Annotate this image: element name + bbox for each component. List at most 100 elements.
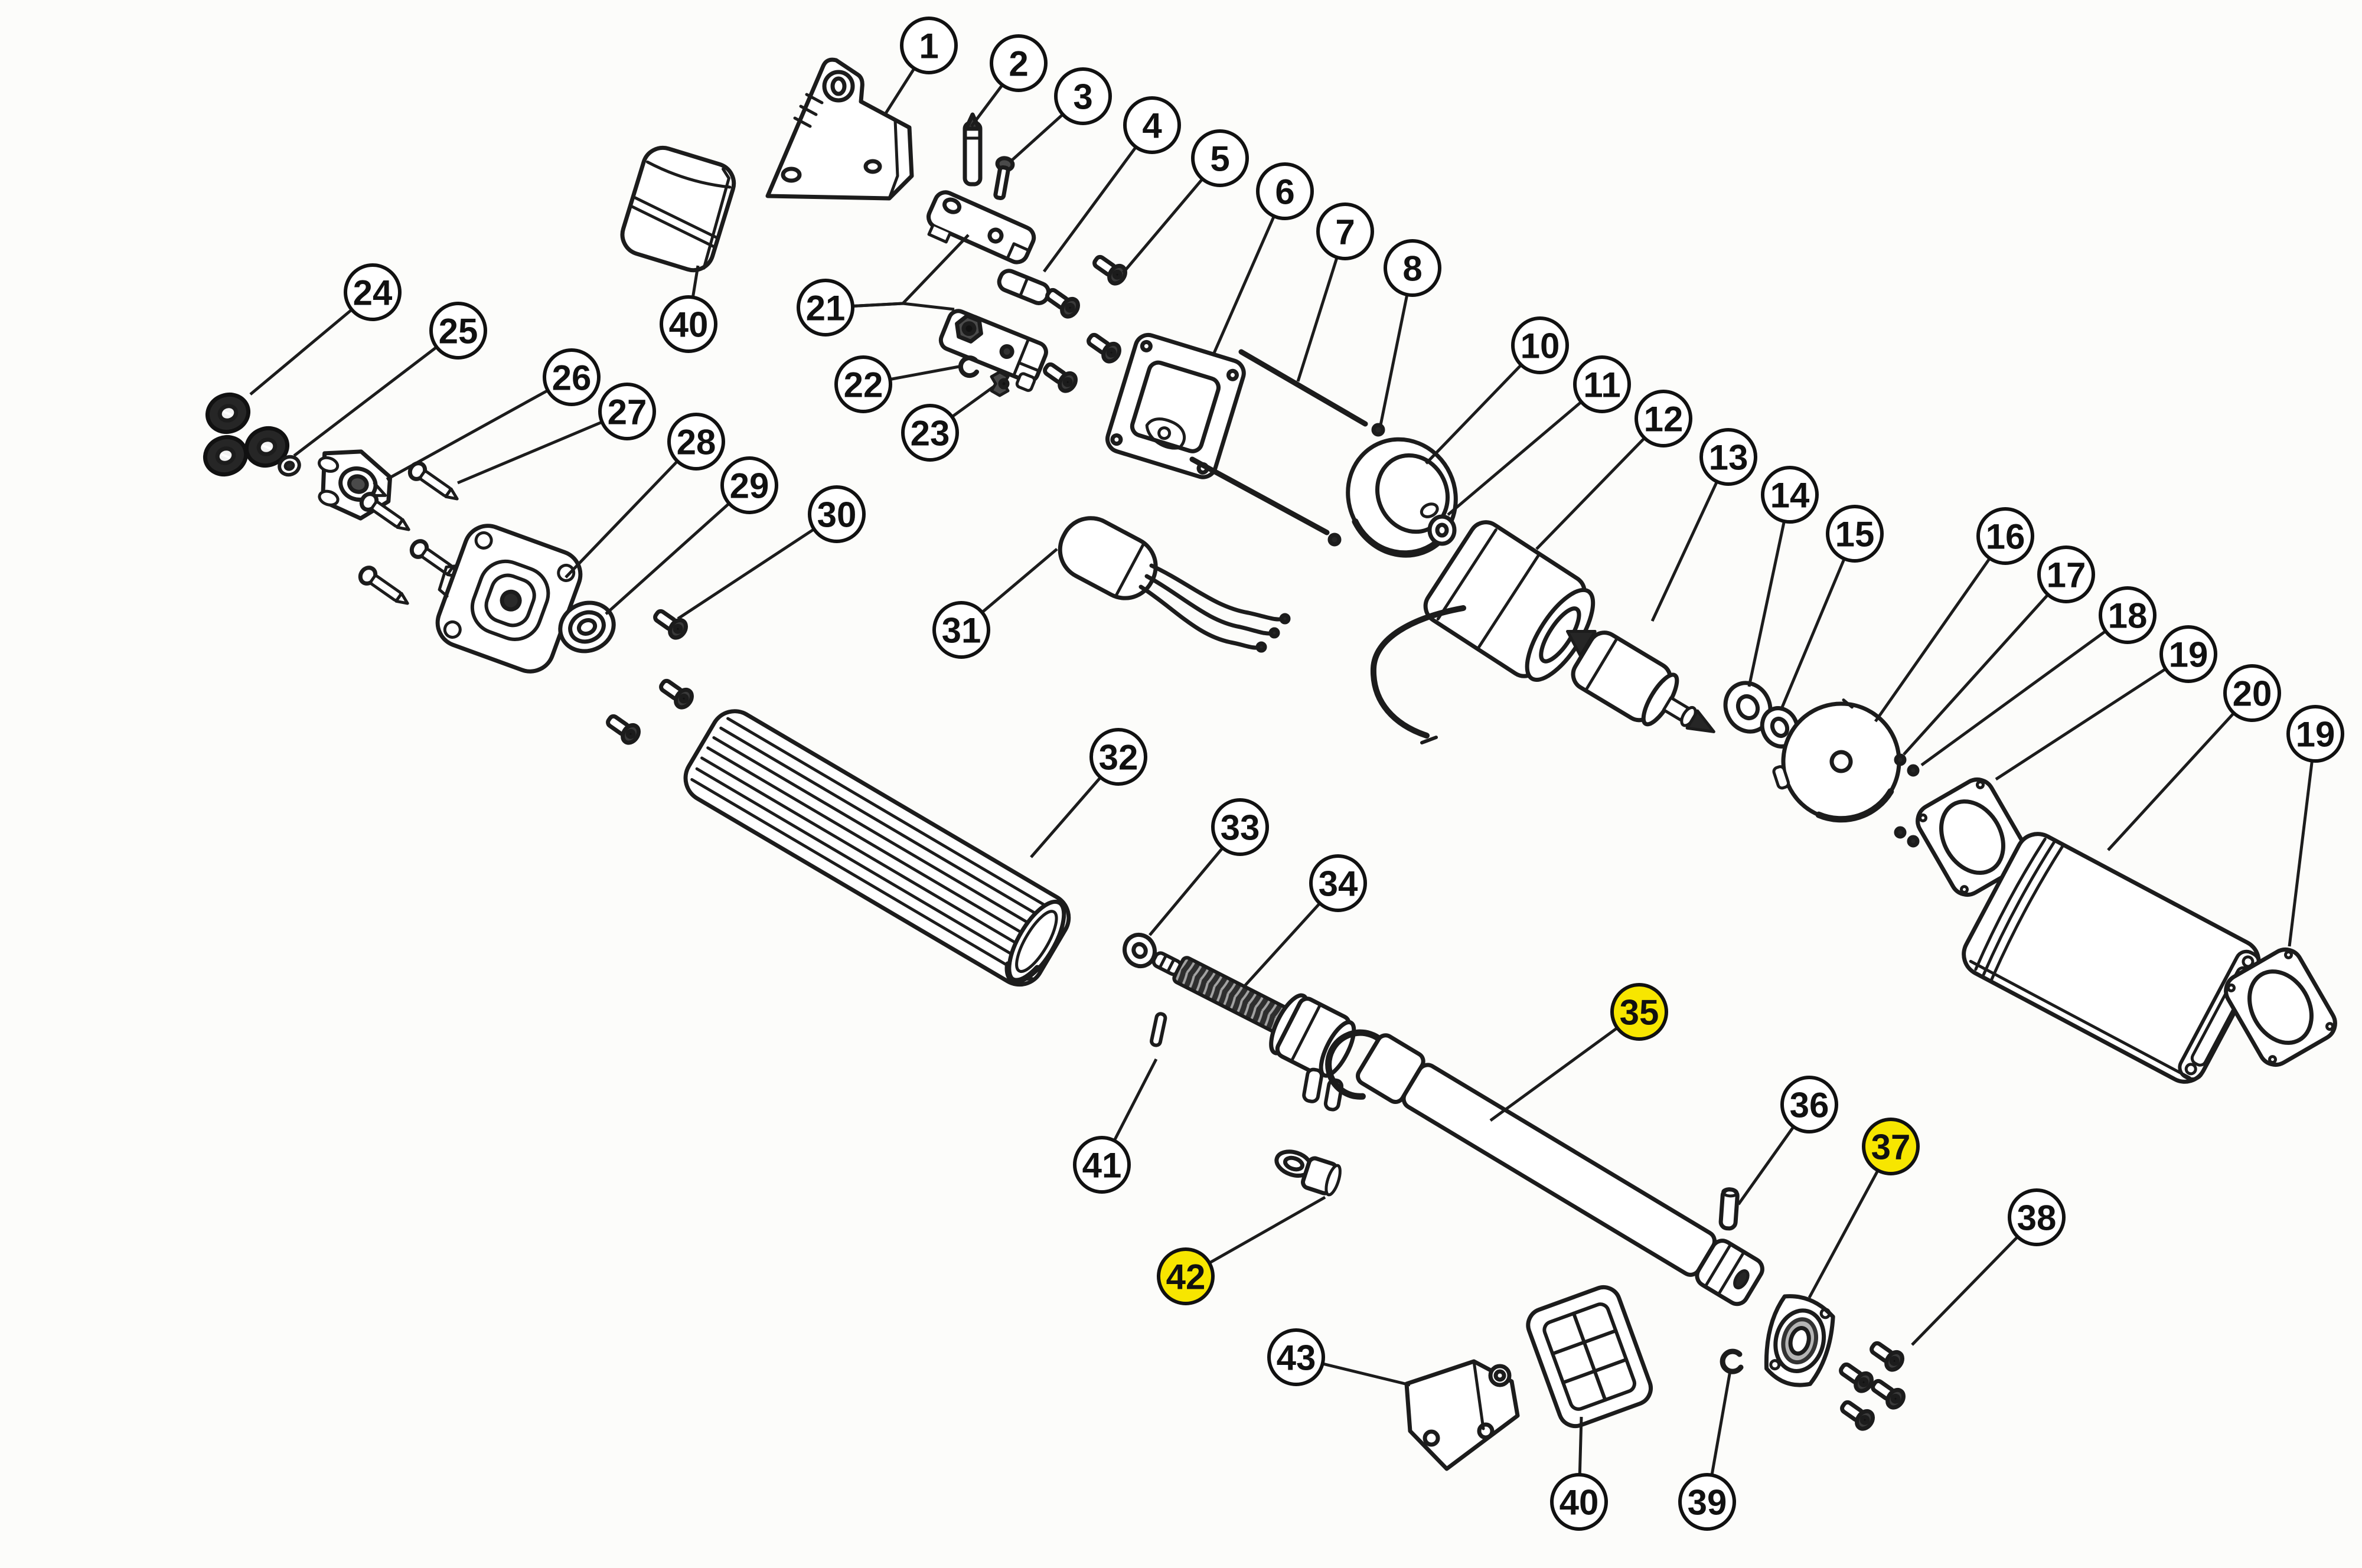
callout-balloon[interactable]: [834, 355, 892, 413]
part-43-front-bracket: [1404, 1359, 1520, 1471]
callout-25[interactable]: 25: [293, 302, 487, 457]
leader-line: [1747, 521, 1786, 687]
callout-14[interactable]: 14: [1747, 466, 1819, 687]
callout-26[interactable]: 26: [386, 348, 601, 481]
callout-balloon[interactable]: [429, 302, 487, 360]
callout-balloon[interactable]: [1550, 1473, 1608, 1531]
callout-balloon[interactable]: [1211, 798, 1269, 856]
callout-balloon[interactable]: [1316, 202, 1374, 260]
callout-number: 11: [1583, 365, 1620, 405]
callout-number: 19: [2296, 715, 2335, 754]
callout-39[interactable]: 39: [1678, 1370, 1736, 1531]
callout-balloon[interactable]: [1511, 316, 1569, 374]
callout-balloon[interactable]: [1256, 162, 1314, 220]
leader-line: [1489, 1027, 1619, 1122]
callout-17[interactable]: 17: [1903, 545, 2095, 756]
callout-35-highlighted[interactable]: 35: [1489, 983, 1668, 1122]
callout-number: 23: [911, 414, 950, 453]
callout-balloon[interactable]: [1267, 1328, 1325, 1386]
part-19-gasket-front: [2224, 948, 2337, 1067]
leader-line: [1010, 113, 1064, 162]
callout-40[interactable]: 40: [1550, 1416, 1608, 1531]
callout-balloon[interactable]: [808, 485, 866, 543]
callout-balloon[interactable]: [901, 404, 959, 462]
callout-balloon[interactable]: [797, 279, 854, 337]
callout-balloon[interactable]: [1123, 96, 1181, 154]
callout-43[interactable]: 43: [1267, 1328, 1411, 1387]
callout-balloon[interactable]: [598, 383, 656, 440]
callout-11[interactable]: 11: [1447, 355, 1631, 516]
callout-balloon[interactable]: [1610, 983, 1668, 1041]
callout-34[interactable]: 34: [1242, 854, 1367, 988]
callout-10[interactable]: 10: [1425, 316, 1569, 465]
callout-balloon[interactable]: [900, 17, 958, 74]
callout-4[interactable]: 4: [1042, 96, 1181, 273]
callout-6[interactable]: 6: [1212, 162, 1314, 354]
callout-balloon[interactable]: [1573, 355, 1631, 413]
callout-balloon[interactable]: [1384, 239, 1441, 297]
callout-balloon[interactable]: [1826, 505, 1884, 563]
callout-7[interactable]: 7: [1296, 202, 1374, 382]
callout-balloon[interactable]: [720, 456, 778, 514]
callout-balloon[interactable]: [1862, 1118, 1920, 1175]
part-22-retaining-clip: [958, 355, 979, 378]
callout-balloon[interactable]: [1073, 1136, 1131, 1194]
callout-31[interactable]: 31: [932, 548, 1058, 659]
callout-balloon[interactable]: [1191, 129, 1249, 187]
callout-38[interactable]: 38: [1911, 1188, 2066, 1346]
callout-balloon[interactable]: [932, 601, 990, 659]
callout-42-highlighted[interactable]: 42: [1157, 1195, 1326, 1305]
callout-balloon[interactable]: [660, 295, 717, 353]
callout-balloon[interactable]: [667, 413, 725, 471]
callout-37-highlighted[interactable]: 37: [1808, 1118, 1920, 1299]
callout-40[interactable]: 40: [660, 265, 717, 353]
callout-balloon[interactable]: [2286, 705, 2344, 763]
callout-balloon[interactable]: [2223, 664, 2281, 722]
callout-15[interactable]: 15: [1780, 505, 1884, 708]
callout-balloon[interactable]: [990, 34, 1048, 92]
callout-balloon[interactable]: [543, 348, 601, 406]
callout-balloon[interactable]: [2008, 1188, 2066, 1246]
callout-33[interactable]: 33: [1149, 798, 1269, 936]
leader-line: [852, 302, 955, 311]
callout-19[interactable]: 19: [2286, 705, 2344, 947]
callout-balloon[interactable]: [1157, 1247, 1215, 1305]
callout-balloon[interactable]: [2037, 545, 2095, 603]
callout-12[interactable]: 12: [1535, 390, 1692, 550]
callout-balloon[interactable]: [1976, 507, 2034, 565]
callout-balloon[interactable]: [1761, 466, 1819, 524]
callout-balloon[interactable]: [1089, 728, 1147, 786]
callout-balloon[interactable]: [2159, 625, 2217, 683]
callout-3[interactable]: 3: [1010, 67, 1112, 162]
callout-32[interactable]: 32: [1030, 728, 1147, 858]
callout-balloon[interactable]: [1678, 1473, 1736, 1531]
callout-13[interactable]: 13: [1650, 428, 1757, 622]
callout-8[interactable]: 8: [1379, 239, 1441, 426]
callout-29[interactable]: 29: [605, 456, 778, 615]
callout-19[interactable]: 19: [1995, 625, 2217, 781]
callout-27[interactable]: 27: [457, 383, 656, 485]
callout-41[interactable]: 41: [1073, 1058, 1158, 1194]
callout-20[interactable]: 20: [2107, 664, 2281, 851]
callout-balloon[interactable]: [1780, 1076, 1838, 1133]
callout-balloon[interactable]: [1699, 428, 1757, 486]
callout-balloon[interactable]: [1054, 67, 1112, 125]
callout-balloon[interactable]: [1309, 854, 1367, 912]
callout-2[interactable]: 2: [970, 34, 1048, 128]
callout-balloon[interactable]: [2099, 586, 2157, 644]
callout-21[interactable]: 21: [797, 234, 970, 337]
callout-36[interactable]: 36: [1737, 1076, 1838, 1206]
callout-24[interactable]: 24: [249, 263, 402, 396]
callout-balloon[interactable]: [1635, 390, 1692, 447]
callout-16[interactable]: 16: [1874, 507, 2034, 723]
leader-line: [1149, 847, 1224, 936]
callout-28[interactable]: 28: [565, 413, 725, 579]
callout-22[interactable]: 22: [834, 355, 960, 413]
callout-23[interactable]: 23: [901, 384, 996, 462]
callout-30[interactable]: 30: [677, 485, 866, 620]
leader-line: [386, 389, 549, 481]
callout-18[interactable]: 18: [1920, 586, 2157, 767]
callout-balloon[interactable]: [344, 263, 402, 321]
callout-1[interactable]: 1: [883, 17, 958, 116]
callout-5[interactable]: 5: [1122, 129, 1249, 274]
